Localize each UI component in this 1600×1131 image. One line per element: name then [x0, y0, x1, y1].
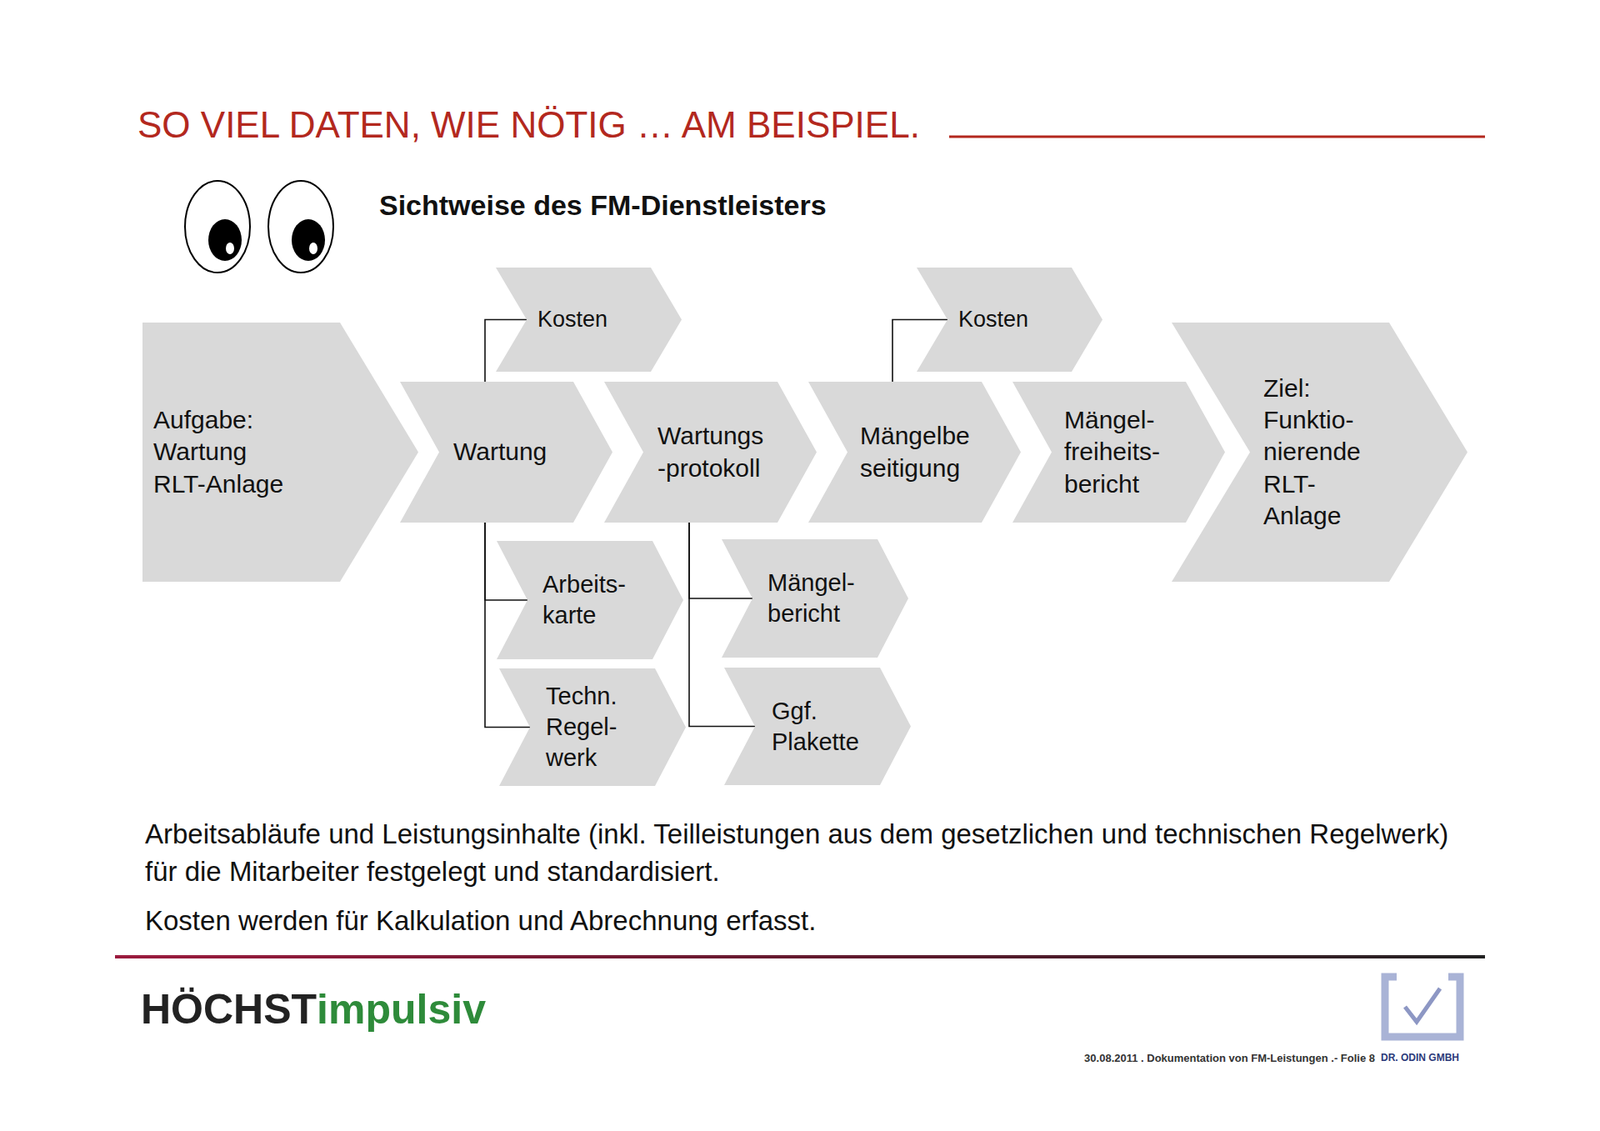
box-label: Ggf. Plakette — [771, 695, 863, 758]
box-label: Aufgabe: Wartung RLT-Anlage — [153, 404, 288, 500]
chevron-box: Wartungs -protokoll — [604, 381, 817, 523]
box-label: Kosten — [537, 305, 612, 334]
box-label: Arbeits- karte — [542, 569, 630, 631]
chevron-box: Kosten — [495, 267, 682, 372]
chevron-box: Ziel: Funktio- nierende RLT- Anlage — [1171, 322, 1468, 582]
chevron-box: Mängel- bericht — [721, 539, 909, 658]
box-label: Mängelbe seitigung — [860, 420, 974, 484]
chevron-box: Aufgabe: Wartung RLT-Anlage — [142, 322, 419, 582]
body-text: Arbeitsabläufe und Leistungsinhalte (ink… — [145, 815, 1462, 891]
chevron-fill — [1171, 322, 1468, 582]
chevron-fill — [916, 267, 1103, 372]
eyes-illustration — [185, 180, 334, 273]
chevron-box: Arbeits- karte — [496, 540, 684, 660]
box-label: Wartungs -protokoll — [657, 420, 768, 484]
chevron-shape — [604, 381, 817, 523]
chevron-box: Ggf. Plakette — [724, 667, 911, 785]
chevron-box: Wartung — [400, 381, 613, 523]
box-label: Wartung — [453, 435, 551, 468]
chevron-shape — [496, 540, 684, 660]
chevron-fill — [721, 539, 909, 658]
box-label: Mängel- freiheits- bericht — [1064, 404, 1165, 500]
check-logo — [1385, 970, 1460, 1037]
chevron-fill — [142, 322, 419, 582]
chevron-fill — [499, 668, 686, 786]
chevron-box: Mängel- freiheits- bericht — [1012, 381, 1225, 523]
chevron-shape — [724, 667, 911, 785]
box-label: Ziel: Funktio- nierende RLT- Anlage — [1263, 372, 1365, 531]
chevron-fill — [808, 381, 1021, 523]
chevron-fill — [496, 540, 684, 660]
box-label: Techn. Regel- werk — [545, 680, 621, 773]
chevron-fill — [724, 667, 911, 785]
chevron-fill — [1012, 381, 1225, 523]
chevron-shape — [808, 381, 1021, 523]
box-label: Mängel- bericht — [767, 567, 859, 630]
logo-text: impulsiv — [316, 986, 486, 1033]
slide-title: SO VIEL DATEN, WIE NÖTIG … AM BEISPIEL. — [137, 105, 920, 145]
chevron-box: Techn. Regel- werk — [499, 668, 686, 786]
chevron-fill — [400, 381, 613, 523]
title-rule — [949, 135, 1485, 139]
box-label: Kosten — [958, 305, 1033, 334]
chevron-box: Mängelbe seitigung — [808, 381, 1021, 523]
chevron-box: Kosten — [916, 267, 1103, 372]
footer-text: 30.08.2011 . Dokumentation von FM-Leistu… — [1084, 1051, 1375, 1065]
chevron-fill — [495, 267, 682, 372]
body-text: Kosten werden für Kalkulation und Abrech… — [145, 902, 1462, 940]
chevron-fill — [604, 381, 817, 523]
chevron-shape — [721, 539, 909, 658]
footer-company: DR. ODIN GMBH — [1380, 1051, 1460, 1064]
logo-text: HÖCHST — [140, 986, 317, 1033]
subheading: Sichtweise des FM-Dienstleisters — [379, 188, 827, 223]
footer-rule — [115, 955, 1485, 959]
